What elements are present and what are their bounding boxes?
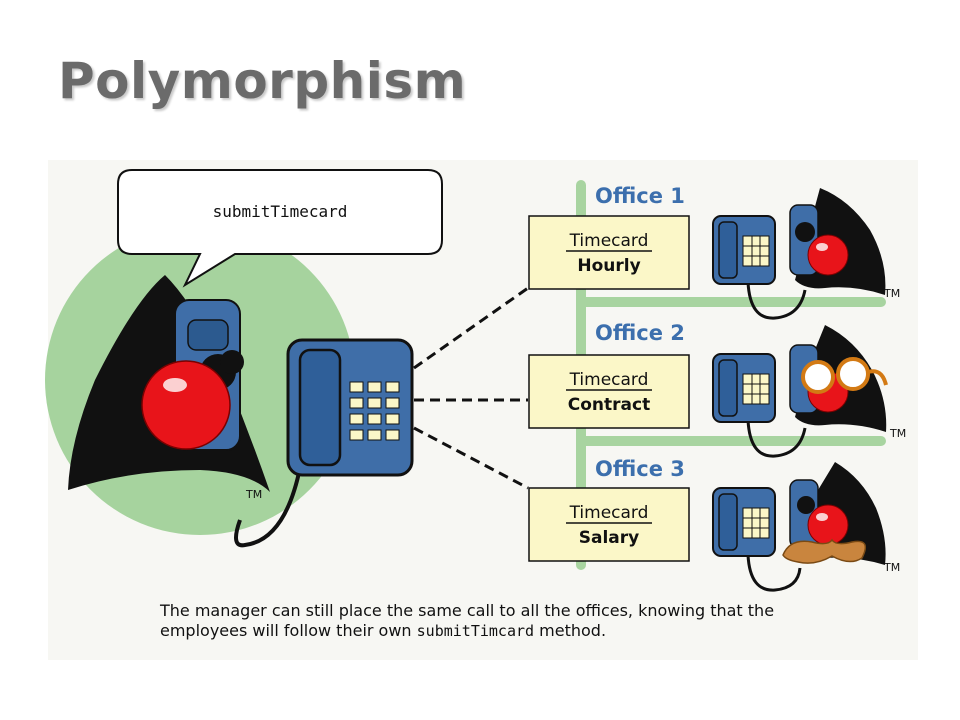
speech-bubble-text: submitTimecard	[213, 202, 348, 221]
office-2-employee: TM	[789, 325, 906, 440]
caption-text-end: method.	[539, 621, 607, 640]
office-2-label: Office 2	[595, 321, 685, 345]
timecard-title: Timecard	[569, 231, 649, 251]
caption-method-name: submitTimcard	[416, 622, 535, 640]
caption: The manager can still place the same cal…	[160, 601, 860, 641]
office-1-label: Office 1	[595, 184, 685, 208]
timecard-salary: Timecard Salary	[528, 487, 690, 562]
glasses-icon	[801, 357, 888, 394]
timecard-title: Timecard	[569, 370, 649, 390]
office-3-employee: TM	[782, 462, 900, 574]
trademark: TM	[883, 287, 900, 300]
office-3-label: Office 3	[595, 457, 685, 481]
office-2-phone	[712, 353, 807, 458]
call-line-office-1	[413, 286, 529, 370]
office-3-phone	[712, 487, 802, 592]
manager-phone	[234, 338, 414, 548]
timecard-type: Salary	[579, 528, 639, 548]
timecard-type: Hourly	[577, 256, 640, 276]
call-line-office-3	[413, 426, 529, 490]
timecard-hourly: Timecard Hourly	[528, 215, 690, 290]
speech-bubble: submitTimecard	[117, 169, 443, 288]
timecard-title: Timecard	[569, 503, 649, 523]
trademark: TM	[883, 561, 900, 574]
trademark: TM	[889, 427, 906, 440]
caption-text: The manager can still place the same cal…	[160, 601, 775, 640]
page-title: Polymorphism	[58, 52, 467, 110]
office-1-employee: TM	[789, 188, 900, 300]
timecard-type: Contract	[568, 395, 650, 415]
manager-character: TM	[68, 275, 270, 501]
trademark: TM	[245, 488, 262, 501]
timecard-contract: Timecard Contract	[528, 354, 690, 429]
call-lines	[413, 286, 529, 490]
mustache-icon	[782, 538, 867, 564]
office-1-phone	[712, 215, 807, 320]
